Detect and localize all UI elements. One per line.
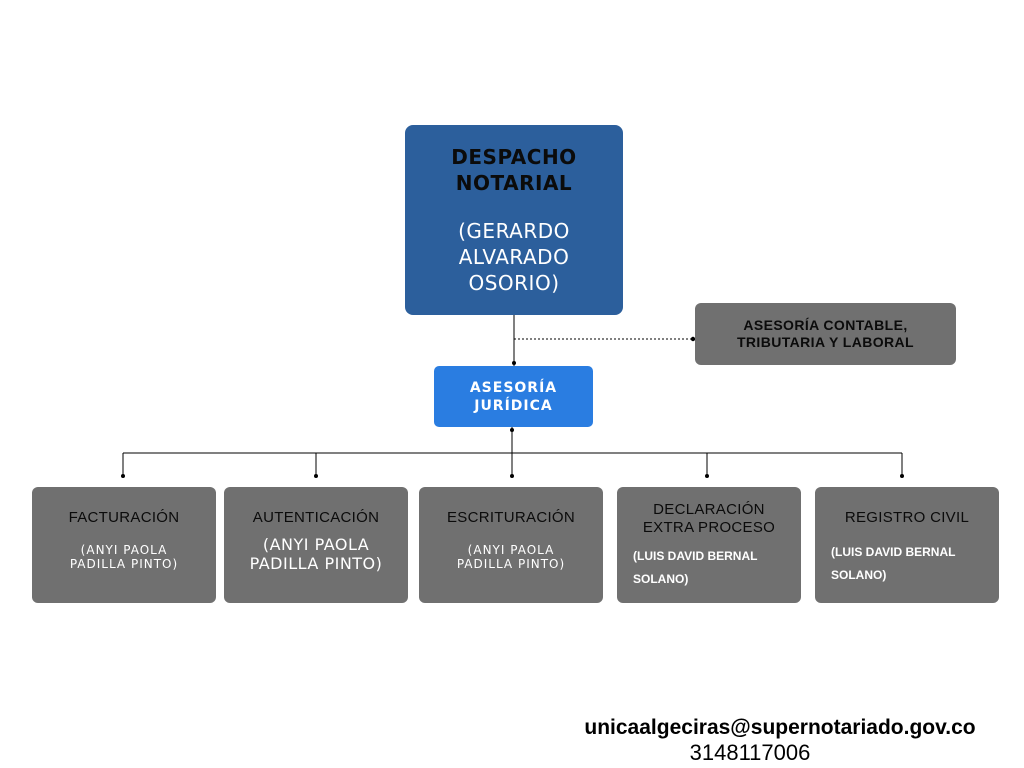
dept-name: ESCRITURACIÓN [446, 509, 576, 526]
connector-dot [510, 428, 514, 432]
connector-dot [900, 474, 904, 478]
connector-dot [121, 474, 125, 478]
connector-dot [314, 474, 318, 478]
root-node-despacho-notarial: DESPACHO NOTARIAL (GERARDO ALVARADO OSOR… [405, 125, 623, 315]
node-facturacion: FACTURACIÓN (ANYI PAOLA PADILLA PINTO) [32, 487, 216, 603]
node-asesoria-contable: ASESORÍA CONTABLE, TRIBUTARIA Y LABORAL [695, 303, 956, 365]
node-asesoria-juridica: ASESORÍA JURÍDICA [434, 366, 593, 427]
contact-email: unicaalgeciras@supernotariado.gov.co [584, 716, 976, 739]
root-title: DESPACHO NOTARIAL [451, 145, 577, 195]
node-asesoria-juridica-label: ASESORÍA JURÍDICA [469, 379, 558, 414]
contact-phone: 3148117006 [689, 740, 811, 765]
dept-person: (ANYI PAOLA PADILLA PINTO) [69, 543, 179, 571]
connector-dot [512, 361, 516, 365]
dept-name: FACTURACIÓN [68, 509, 180, 526]
node-autenticacion: AUTENTICACIÓN (ANYI PAOLA PADILLA PINTO) [224, 487, 408, 603]
dept-person: (LUIS DAVID BERNAL SOLANO) [831, 545, 956, 582]
dept-name: REGISTRO CIVIL [844, 509, 970, 526]
node-asesoria-contable-label: ASESORÍA CONTABLE, TRIBUTARIA Y LABORAL [736, 317, 915, 350]
connector-dot [510, 474, 514, 478]
dept-person: (LUIS DAVID BERNAL SOLANO) [633, 549, 758, 586]
node-registro-civil: REGISTRO CIVIL (LUIS DAVID BERNAL SOLANO… [815, 487, 999, 603]
connector-dot [705, 474, 709, 478]
dept-person: (ANYI PAOLA PADILLA PINTO) [456, 543, 566, 571]
root-person: (GERARDO ALVARADO OSORIO) [458, 219, 570, 295]
node-escrituracion: ESCRITURACIÓN (ANYI PAOLA PADILLA PINTO) [419, 487, 603, 603]
dept-name: AUTENTICACIÓN [252, 509, 380, 526]
dept-person: (ANYI PAOLA PADILLA PINTO) [249, 535, 383, 573]
dept-name: DECLARACIÓN EXTRA PROCESO [642, 501, 776, 536]
node-declaracion-extra-proceso: DECLARACIÓN EXTRA PROCESO (LUIS DAVID BE… [617, 487, 801, 603]
